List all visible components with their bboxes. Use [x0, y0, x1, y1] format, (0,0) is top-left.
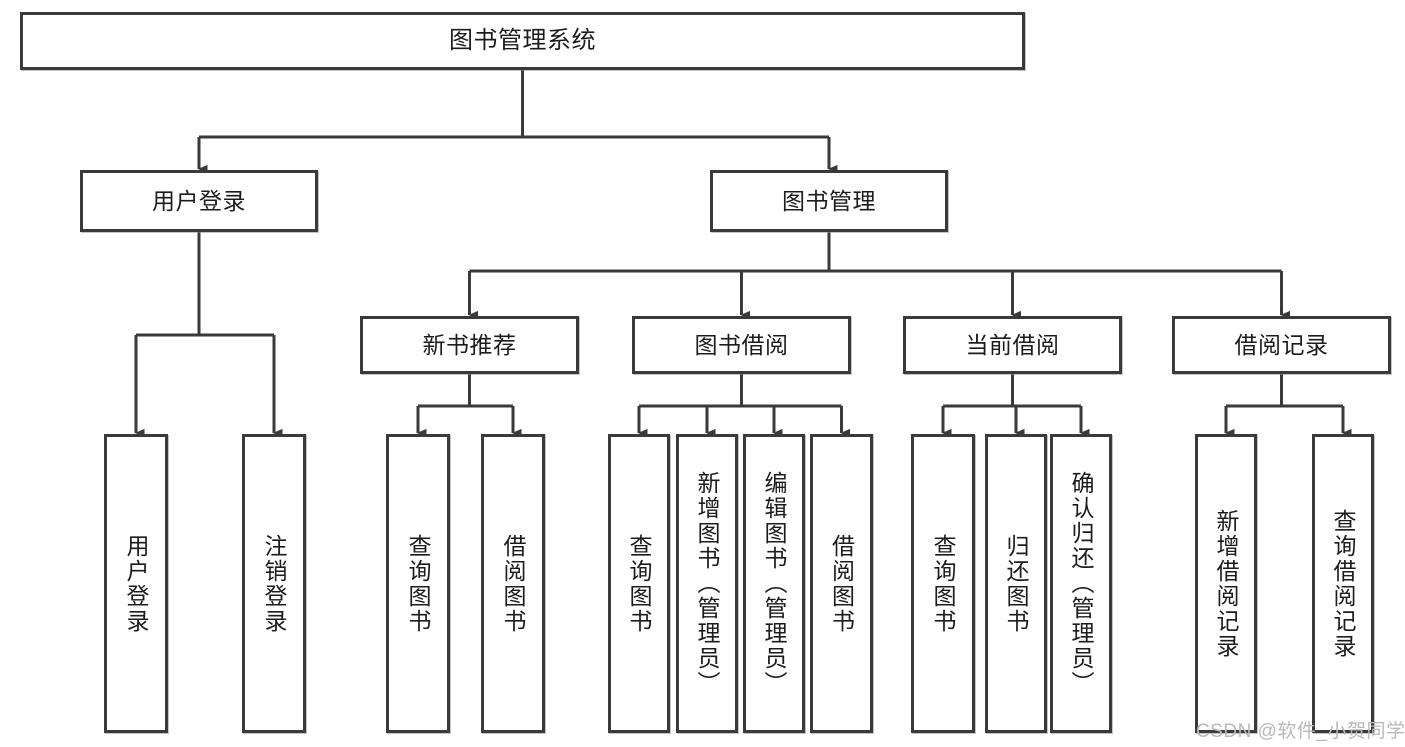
node-root[interactable]: 图书管理系统 — [20, 12, 1025, 70]
node-label: 借阅图书 — [828, 533, 855, 634]
node-leaf-bo-add[interactable]: 新增图书（管理员） — [676, 434, 738, 733]
node-label: 新书推荐 — [422, 331, 517, 358]
node-label: 确认归还（管理员） — [1068, 471, 1095, 696]
node-records[interactable]: 借阅记录 — [1172, 316, 1391, 374]
node-login[interactable]: 用户登录 — [80, 170, 318, 232]
node-label: 编辑图书（管理员） — [761, 471, 788, 696]
node-label: 查询借阅记录 — [1330, 508, 1357, 659]
node-label: 注销登录 — [261, 533, 288, 634]
node-label: 图书管理 — [782, 187, 876, 214]
node-label: 用户登录 — [152, 187, 246, 214]
node-current[interactable]: 当前借阅 — [903, 316, 1122, 374]
node-leaf-nb-borrow[interactable]: 借阅图书 — [481, 434, 545, 733]
node-leaf-bo-edit[interactable]: 编辑图书（管理员） — [743, 434, 805, 733]
node-label: 借阅记录 — [1234, 331, 1329, 358]
node-label: 当前借阅 — [965, 331, 1060, 358]
node-leaf-user-login[interactable]: 用户登录 — [104, 434, 168, 733]
node-label: 新增借阅记录 — [1213, 508, 1240, 659]
node-label: 借阅图书 — [500, 533, 527, 634]
node-leaf-bo-borrow[interactable]: 借阅图书 — [810, 434, 873, 733]
node-leaf-cu-query[interactable]: 查询图书 — [911, 434, 975, 733]
node-leaf-user-logout[interactable]: 注销登录 — [242, 434, 306, 733]
node-label: 查询图书 — [626, 533, 653, 634]
node-bookmgmt[interactable]: 图书管理 — [710, 170, 948, 232]
node-leaf-cu-confirm[interactable]: 确认归还（管理员） — [1050, 434, 1112, 733]
node-label: 归还图书 — [1003, 533, 1030, 634]
node-label: 新增图书（管理员） — [694, 471, 721, 696]
node-borrow[interactable]: 图书借阅 — [632, 316, 851, 374]
node-leaf-rc-add[interactable]: 新增借阅记录 — [1195, 434, 1257, 733]
node-label: 图书借阅 — [694, 331, 789, 358]
node-leaf-cu-return[interactable]: 归还图书 — [985, 434, 1047, 733]
node-leaf-nb-query[interactable]: 查询图书 — [386, 434, 450, 733]
node-leaf-rc-query[interactable]: 查询借阅记录 — [1312, 434, 1374, 733]
edge-layer — [134, 70, 1352, 438]
node-label: 查询图书 — [405, 533, 432, 634]
node-label: 图书管理系统 — [449, 27, 596, 55]
node-leaf-bo-query[interactable]: 查询图书 — [608, 434, 670, 733]
node-label: 查询图书 — [930, 533, 957, 634]
node-label: 用户登录 — [123, 533, 150, 634]
node-newbook[interactable]: 新书推荐 — [360, 316, 579, 374]
